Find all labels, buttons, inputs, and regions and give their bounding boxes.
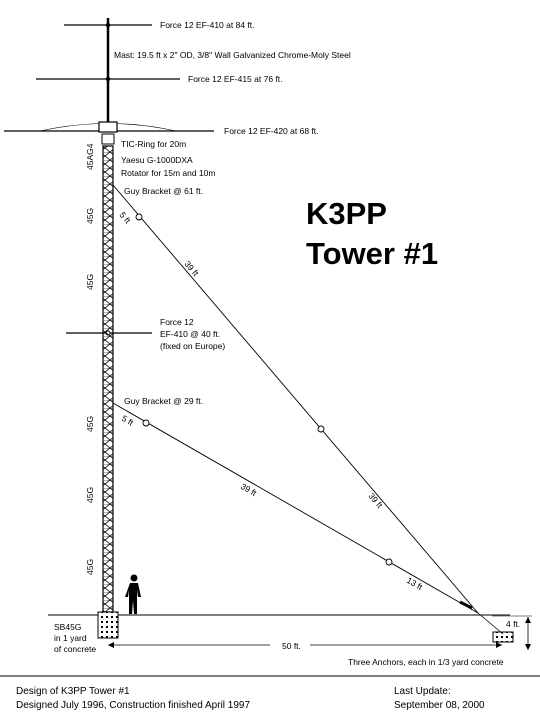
label-rotator-bands: Rotator for 15m and 10m xyxy=(121,168,216,178)
label-ef415: Force 12 EF-415 at 76 ft. xyxy=(188,74,283,84)
section-label: 45G xyxy=(85,208,95,224)
section-label: 45G xyxy=(85,274,95,290)
tower-base xyxy=(97,611,119,639)
label-anchors: Three Anchors, each in 1/3 yard concrete xyxy=(348,657,504,667)
guy-length-lower-5: 5 ft xyxy=(120,413,136,428)
label-mid-antenna-2: EF-410 @ 40 ft. xyxy=(160,329,220,339)
footer-update-label: Last Update: xyxy=(394,686,451,697)
title-line-1: K3PP xyxy=(306,196,387,231)
section-label: 45G xyxy=(85,559,95,575)
section-label: 45G xyxy=(85,487,95,503)
guy-length-upper-5: 5 ft xyxy=(117,210,133,226)
label-base-2: in 1 yard xyxy=(54,633,87,643)
dimension-depth: 4 ft. xyxy=(506,619,520,629)
label-base-1: SB45G xyxy=(54,622,81,632)
guy-length-lower-39: 39 ft xyxy=(239,481,259,498)
label-rotator-model: Yaesu G-1000DXA xyxy=(121,155,193,165)
title-line-2: Tower #1 xyxy=(306,236,438,271)
label-guy-bracket-lower: Guy Bracket @ 29 ft. xyxy=(124,396,203,406)
label-mast: Mast: 19.5 ft x 2" OD, 3/8" Wall Galvani… xyxy=(114,50,351,60)
rotator xyxy=(101,133,115,145)
label-tic-ring: TIC-Ring for 20m xyxy=(121,139,186,149)
anchor-concrete xyxy=(492,631,514,643)
guy-length-upper-39b: 39 ft xyxy=(366,491,385,511)
section-label: 45AG4 xyxy=(85,143,95,170)
label-guy-bracket-upper: Guy Bracket @ 61 ft. xyxy=(124,186,203,196)
footer-dates: Designed July 1996, Construction finishe… xyxy=(16,700,250,711)
guy-length-upper-39a: 39 ft xyxy=(182,259,201,279)
tower-lattice xyxy=(102,145,114,613)
label-mid-antenna-1: Force 12 xyxy=(160,317,194,327)
label-ef420: Force 12 EF-420 at 68 ft. xyxy=(224,126,319,136)
guy-length-lower-13: 13 ft xyxy=(405,575,425,592)
label-ef410-top: Force 12 EF-410 at 84 ft. xyxy=(160,20,255,30)
tic-ring xyxy=(98,121,118,133)
footer-design: Design of K3PP Tower #1 xyxy=(16,686,130,697)
person-silhouette xyxy=(125,574,141,614)
dimension-distance: 50 ft. xyxy=(282,641,301,651)
label-base-3: of concrete xyxy=(54,644,96,654)
lower-guy-wire xyxy=(112,402,479,614)
label-mid-antenna-3: (fixed on Europe) xyxy=(160,341,225,351)
footer-update-date: September 08, 2000 xyxy=(394,700,485,711)
section-label: 45G xyxy=(85,416,95,432)
upper-guy-wire xyxy=(112,184,479,614)
